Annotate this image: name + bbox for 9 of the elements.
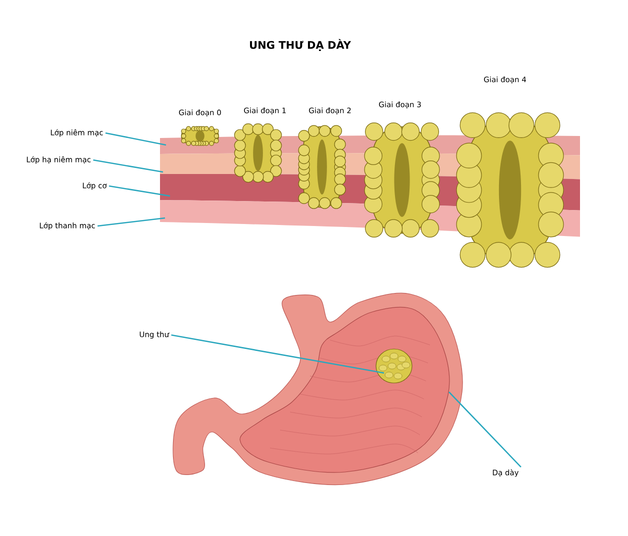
leader-line <box>105 132 166 146</box>
tumor-drawing <box>376 348 412 384</box>
leader-line <box>171 334 384 374</box>
leader-line <box>97 217 166 227</box>
title: UNG THƯ DẠ DÀY <box>250 39 352 51</box>
stomach-drawing <box>172 292 463 486</box>
leader-line <box>108 185 170 197</box>
leader-line <box>93 159 164 173</box>
leader-line <box>448 392 522 468</box>
